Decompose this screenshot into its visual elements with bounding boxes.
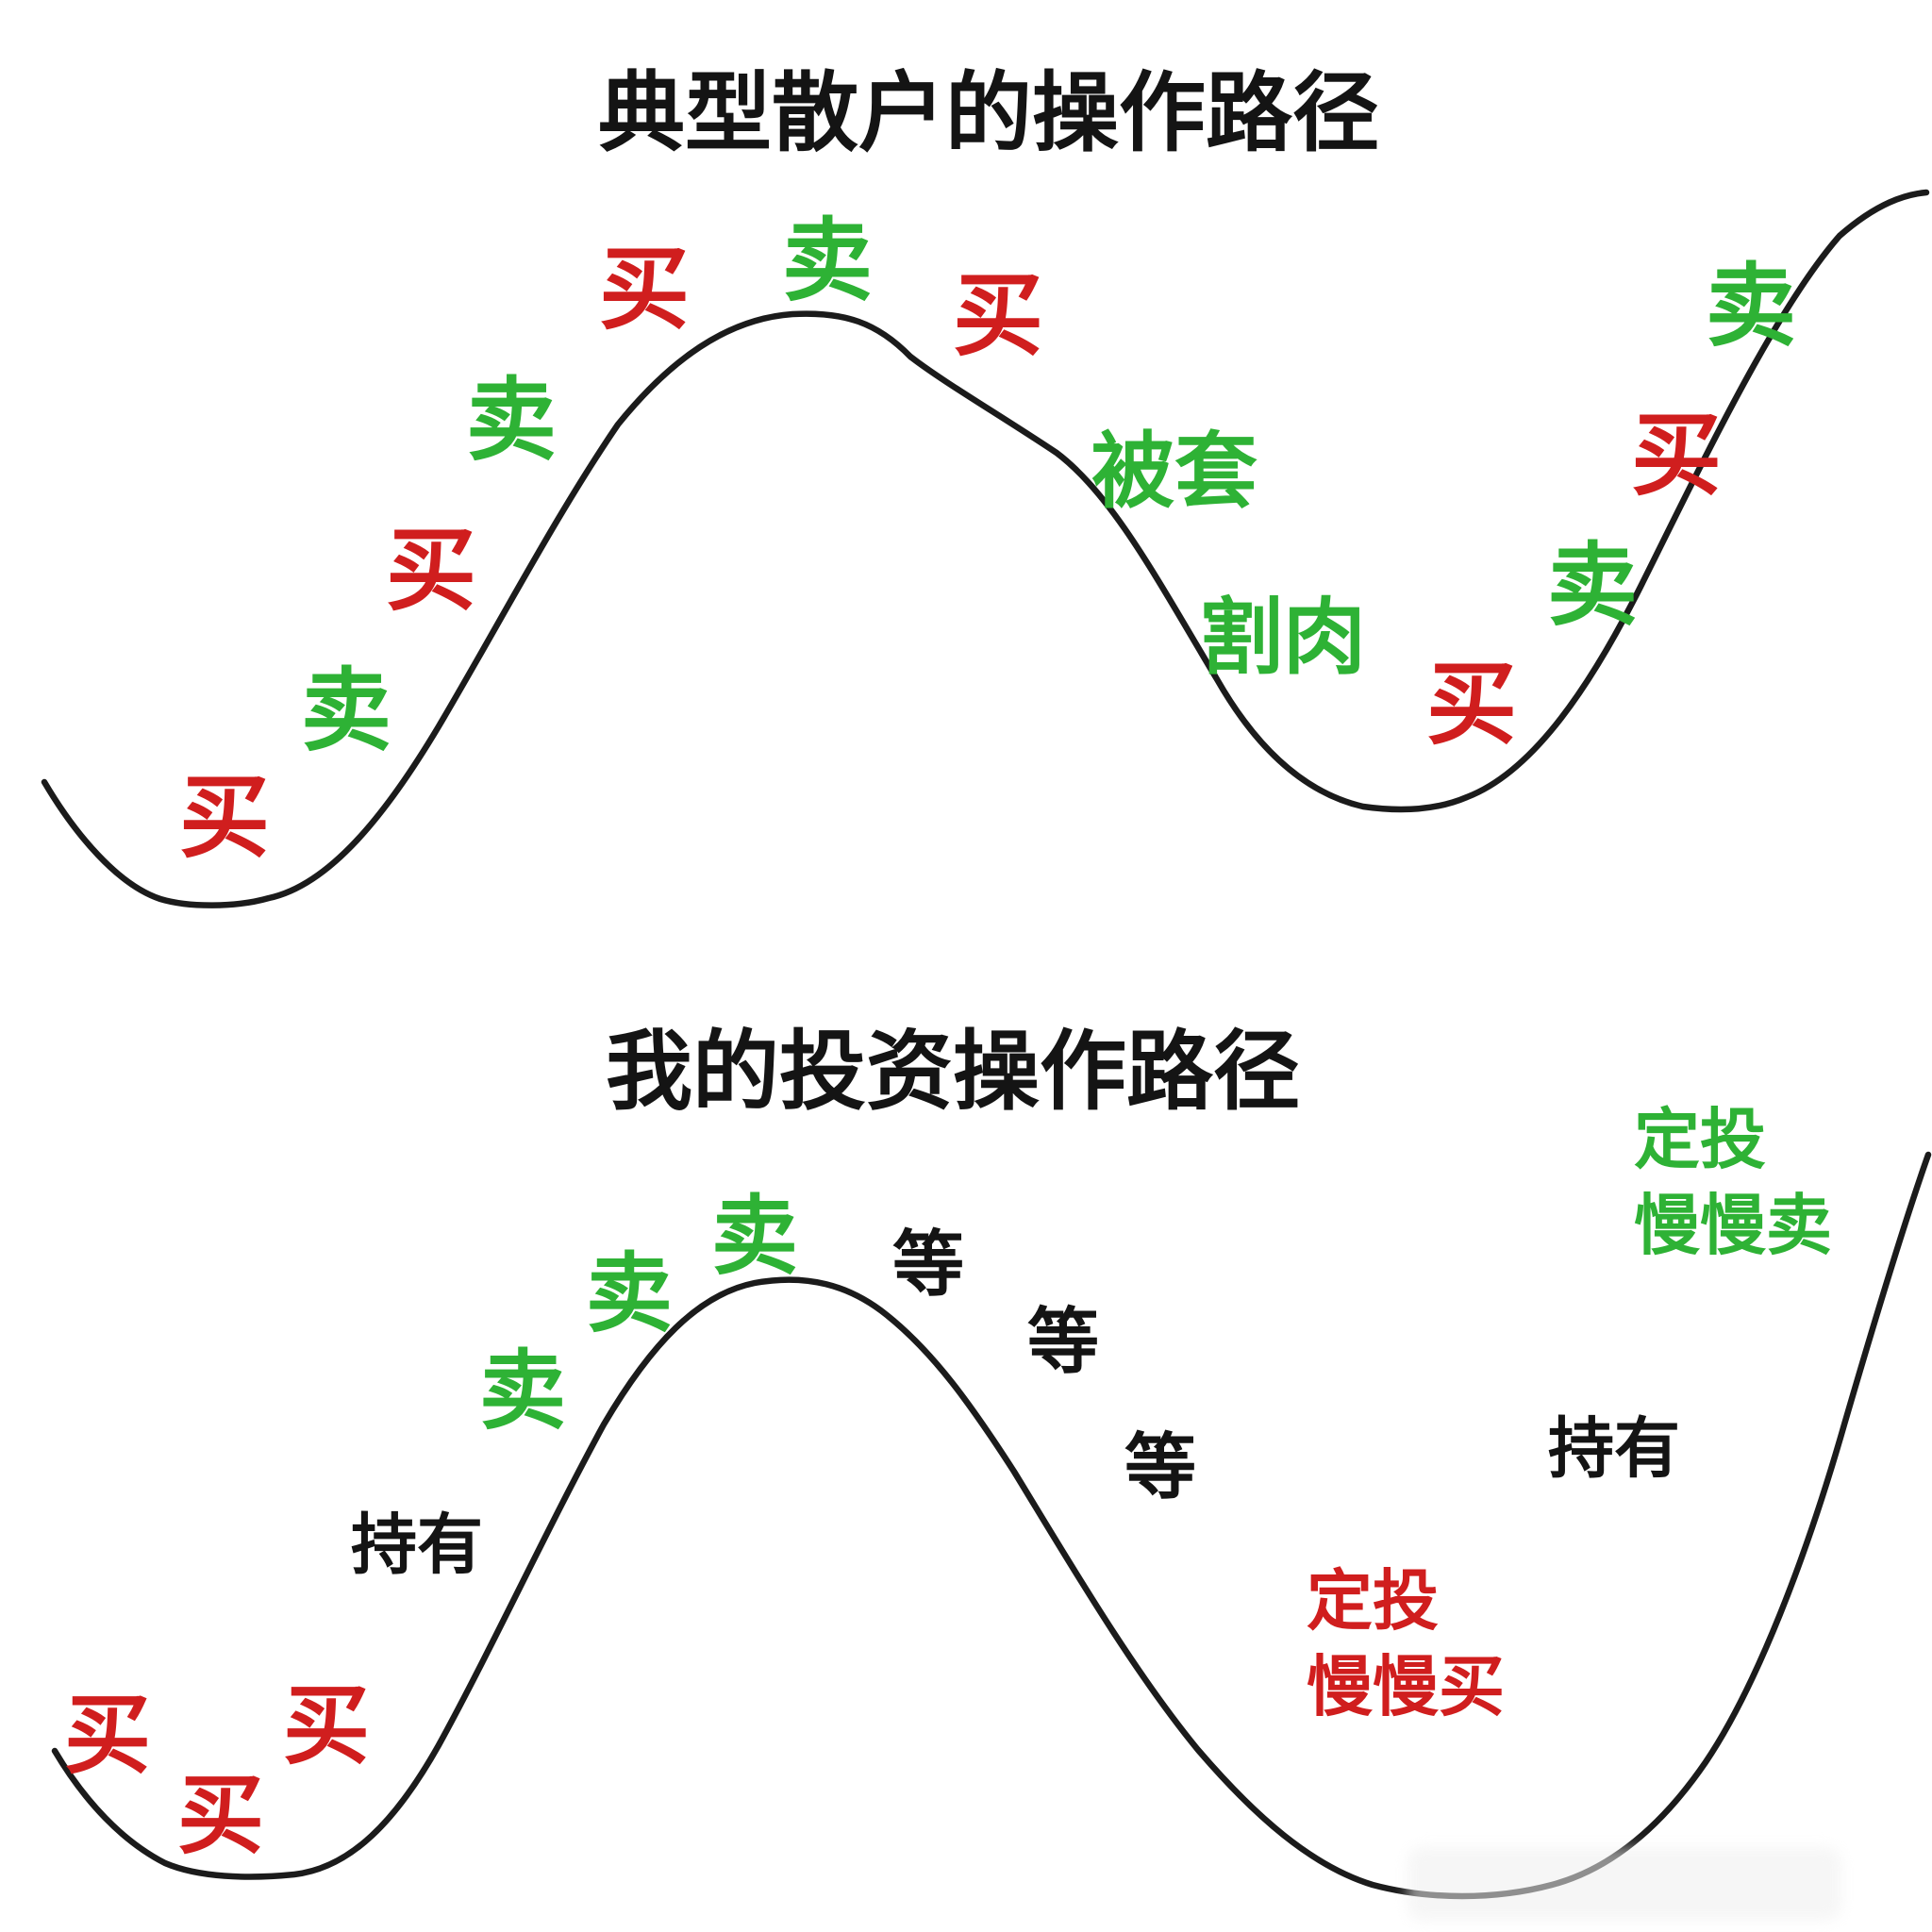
my-panel-title: 我的投资操作路径 (605, 1024, 1301, 1121)
watermark-remnant (1407, 1847, 1841, 1921)
hold-label: 持有 (351, 1509, 483, 1583)
buy-label: 买 (953, 265, 1043, 367)
buy-label: 买 (386, 520, 476, 622)
sell-label: 卖 (782, 210, 873, 312)
buy-label: 买 (63, 1688, 152, 1785)
retail-price-curve (41, 189, 1930, 908)
trapped-label: 被套 (1091, 426, 1258, 519)
sell-label: 卖 (710, 1189, 799, 1286)
buy-label: 买 (179, 767, 270, 869)
wait-label: 等 (1027, 1303, 1099, 1383)
wait-label: 等 (892, 1225, 964, 1306)
sell-label: 卖 (466, 370, 557, 472)
wait-label: 等 (1124, 1428, 1196, 1508)
sell-label: 卖 (1547, 535, 1638, 637)
dca-buy-label: 定投 慢慢买 (1307, 1566, 1505, 1724)
buy-label: 买 (282, 1678, 371, 1775)
cut-loss-label: 割肉 (1199, 592, 1367, 685)
buy-label: 买 (176, 1768, 265, 1865)
hold-label: 持有 (1548, 1413, 1680, 1487)
sell-label: 卖 (478, 1343, 567, 1441)
sell-label: 卖 (585, 1246, 674, 1343)
buy-label: 买 (1631, 405, 1722, 507)
my-price-curve (51, 1151, 1932, 1900)
buy-label: 买 (599, 239, 690, 341)
retail-panel-title: 典型散户的操作路径 (597, 65, 1380, 162)
dca-sell-label: 定投 慢慢卖 (1634, 1105, 1832, 1263)
buy-label: 买 (1426, 654, 1517, 756)
sell-label: 卖 (1706, 256, 1796, 358)
sell-label: 卖 (301, 660, 391, 762)
